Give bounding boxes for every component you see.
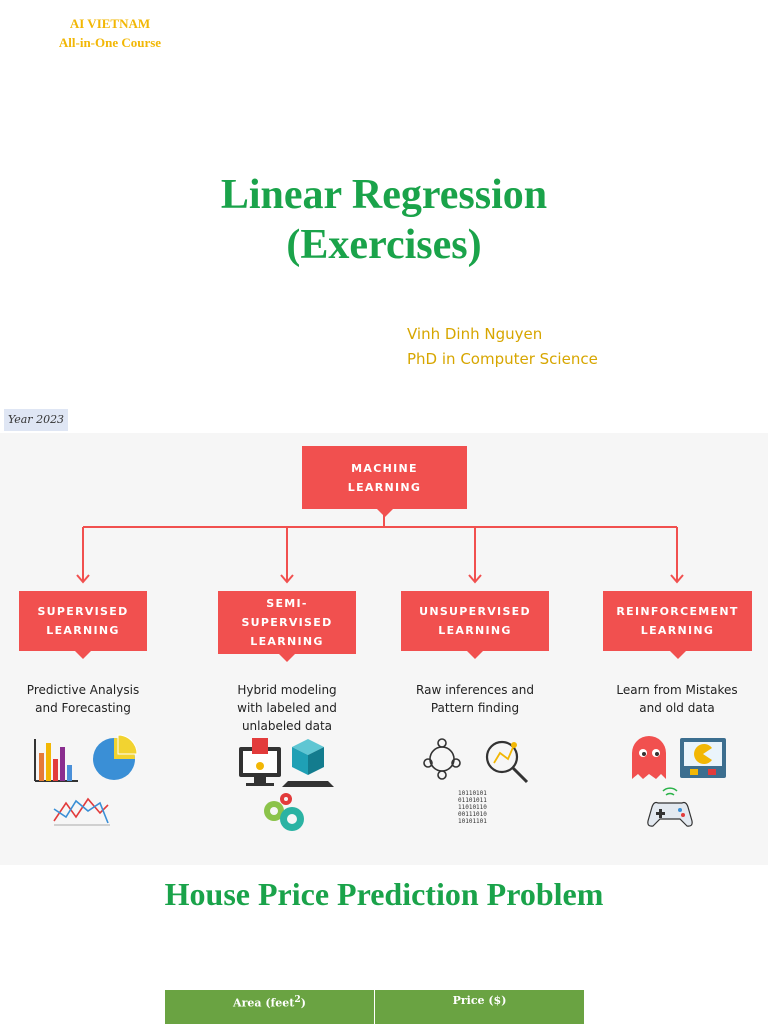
- svg-text:10101101: 10101101: [458, 818, 487, 825]
- pie-chart-icon: [93, 734, 138, 780]
- gamepad-icon: [647, 787, 693, 827]
- cube-3d-icon: [282, 739, 334, 787]
- year-badge: Year 2023: [4, 409, 68, 431]
- header-area: Area (feet2): [165, 990, 374, 1024]
- section-title: House Price Prediction Problem: [164, 876, 604, 912]
- header-area-text: Area (feet: [233, 996, 295, 1010]
- author-block: Vinh Dinh Nguyen PhD in Computer Science: [407, 322, 598, 372]
- supervised-icons: [34, 734, 138, 826]
- gears-icon: [264, 793, 304, 831]
- svg-text:00111010: 00111010: [458, 811, 487, 818]
- svg-text:10110101: 10110101: [458, 790, 487, 797]
- data-table-header: Area (feet2) Price ($): [165, 990, 584, 1024]
- reinforcement-description: Learn from Mistakes and old data: [616, 683, 738, 715]
- header-area-close: ): [300, 996, 306, 1010]
- svg-text:11010110: 11010110: [458, 804, 487, 811]
- reinforcement-icons: [632, 736, 726, 827]
- svg-text:01101011: 01101011: [458, 797, 487, 804]
- supervised-description: Predictive Analysis and Forecasting: [26, 683, 140, 715]
- page-title: Linear Regression (Exercises): [0, 170, 768, 270]
- author-name: Vinh Dinh Nguyen: [407, 325, 543, 343]
- semi-supervised-icons: [239, 738, 334, 831]
- people-network-icon: [423, 738, 461, 780]
- header-area-sup: 2: [294, 994, 301, 1005]
- unsupervised-icons: 10110101 01101011 11010110 00111010 1010…: [423, 738, 529, 825]
- semi-supervised-description: Hybrid modeling with labeled and unlabel…: [237, 683, 337, 733]
- box-supervised-learning: SUPERVISED LEARNING: [19, 591, 147, 659]
- line-chart-icon: [53, 797, 110, 826]
- ghost-icon: [632, 736, 666, 779]
- brand-logo-text: AI VIETNAM All-in-One Course: [0, 14, 220, 52]
- brand-line-1: AI VIETNAM: [69, 16, 151, 31]
- magnifier-icon: [485, 740, 529, 784]
- box-machine-learning: MACHINE LEARNING: [302, 446, 467, 517]
- box-semi-supervised-learning: SEMI- SUPERVISED LEARNING: [218, 591, 356, 662]
- diagram-connectors: [76, 511, 684, 584]
- title-line-1: Linear Regression: [220, 172, 548, 218]
- monitor-cube-icon: [239, 738, 281, 786]
- title-line-2: (Exercises): [286, 222, 482, 268]
- box-unsupervised-learning: UNSUPERVISED LEARNING: [401, 591, 549, 659]
- author-degree: PhD in Computer Science: [407, 350, 598, 368]
- brand-line-2: All-in-One Course: [58, 35, 162, 50]
- unsupervised-description: Raw inferences and Pattern finding: [416, 683, 534, 715]
- bar-chart-icon: [34, 739, 78, 782]
- header-price: Price ($): [374, 990, 584, 1024]
- arcade-screen-icon: [680, 738, 726, 778]
- binary-data-icon: 10110101 01101011 11010110 00111010 1010…: [458, 790, 487, 825]
- box-reinforcement-learning: REINFORCEMENT LEARNING: [603, 591, 752, 659]
- machine-learning-diagram: MACHINE LEARNING SUPERVISED LEARNING SEM…: [0, 433, 768, 865]
